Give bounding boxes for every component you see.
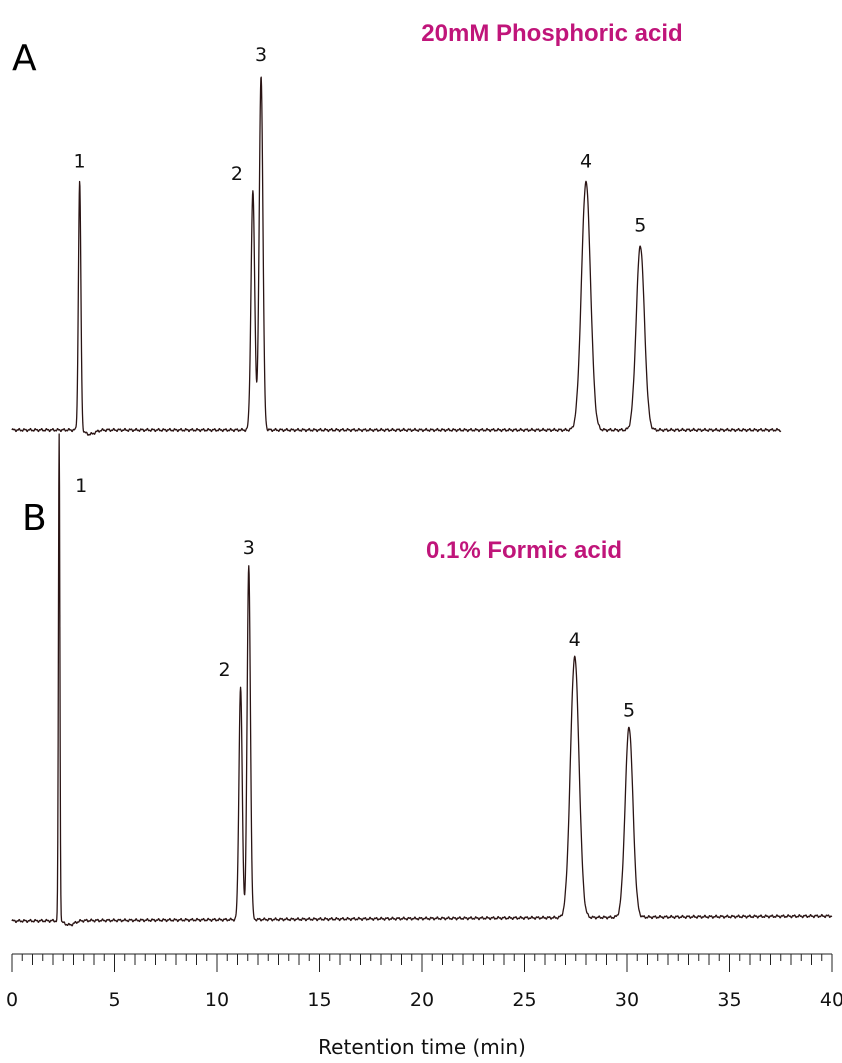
x-tick-label: 25 <box>512 989 536 1011</box>
panel-b-peak-label-2: 2 <box>219 659 231 681</box>
panel-b-peak-label-4: 4 <box>569 629 581 651</box>
panel-a-peak-label-4: 4 <box>580 151 592 173</box>
panel-b-peak-label-5: 5 <box>623 699 635 721</box>
panel-a: A 20mM Phosphoric acid 1 2 3 4 5 <box>11 20 782 436</box>
x-tick-label: 0 <box>6 989 18 1011</box>
x-axis-title: Retention time (min) <box>318 1035 526 1059</box>
panel-a-peak-label-5: 5 <box>634 214 646 236</box>
panel-a-letter: A <box>12 38 37 79</box>
x-tick-label: 30 <box>615 989 639 1011</box>
panel-b-trace <box>11 433 833 927</box>
panel-a-peak-label-3: 3 <box>255 44 267 66</box>
panel-a-trace <box>11 76 782 436</box>
panel-b-peak-label-1: 1 <box>75 475 87 497</box>
panel-b: B 0.1% Formic acid 1 2 3 4 5 <box>11 433 833 927</box>
x-tick-label: 5 <box>108 989 120 1011</box>
panel-a-peak-label-1: 1 <box>74 151 86 173</box>
x-tick-label: 20 <box>410 989 434 1011</box>
x-axis: 0 5 10 15 20 25 30 35 40 Retention time (min) <box>6 953 842 1059</box>
x-tick-label: 40 <box>820 989 842 1011</box>
x-tick-label: 10 <box>205 989 229 1011</box>
panel-b-condition: 0.1% Formic acid <box>426 537 622 564</box>
panel-b-letter: B <box>22 498 47 539</box>
panel-a-condition: 20mM Phosphoric acid <box>421 20 682 47</box>
panel-b-peak-label-3: 3 <box>243 537 255 559</box>
panel-a-peak-label-2: 2 <box>231 163 243 185</box>
x-tick-label: 35 <box>717 989 741 1011</box>
x-tick-label: 15 <box>307 989 331 1011</box>
